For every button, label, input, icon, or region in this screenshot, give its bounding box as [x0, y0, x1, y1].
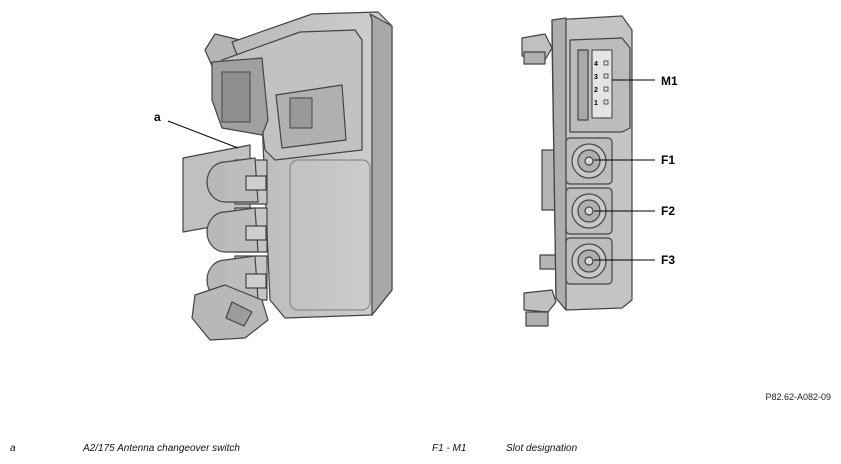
pin-2: 2	[594, 87, 598, 94]
antenna-switch-diagram: a 4 3 2 1	[154, 11, 678, 341]
pin-3: 3	[594, 74, 598, 81]
pin-1: 1	[594, 100, 598, 107]
figure-reference: P82.62-A082-09	[765, 392, 831, 402]
callout-f1: F1	[661, 153, 675, 167]
legend-key-slots: F1 - M1	[432, 443, 467, 454]
legend-key-a: a	[10, 443, 16, 454]
legend-text-a: A2/175 Antenna changeover switch	[83, 443, 240, 454]
legend-text-slots: Slot designation	[506, 443, 578, 454]
m1-pin-labels: 4 3 2 1	[594, 60, 609, 107]
callout-f2: F2	[661, 204, 675, 218]
pin-4: 4	[594, 61, 598, 68]
leader-line-a	[167, 120, 239, 149]
callout-a: a	[154, 110, 161, 124]
callout-m1: M1	[661, 74, 678, 88]
switch-side-view	[521, 15, 633, 327]
callout-f3: F3	[661, 253, 675, 267]
switch-perspective-view	[182, 11, 393, 341]
